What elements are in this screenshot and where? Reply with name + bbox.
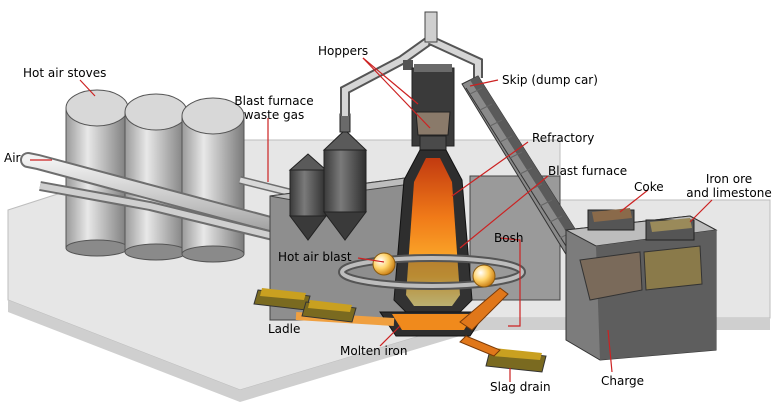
label-charge: Charge (601, 374, 645, 388)
hearth-trough (295, 287, 509, 337)
label-refractory: Refractory (532, 131, 595, 145)
label-waste-gas: Blast furnace waste gas (228, 94, 320, 122)
label-ladle: Ladle (268, 322, 301, 336)
label-skip: Skip (dump car) (502, 73, 598, 87)
label-bosh: Bosh (494, 231, 524, 245)
label-hot-air-stoves: Hot air stoves (23, 66, 107, 80)
label-coke: Coke (634, 180, 664, 194)
label-waste-gas-line2: waste gas (243, 108, 305, 122)
label-hot-air-blast: Hot air blast (278, 250, 352, 264)
gas-cleaning-tanks (288, 113, 368, 241)
charge-bins (564, 208, 718, 361)
label-ore: Iron ore and limestone (684, 172, 774, 200)
label-air: Air (4, 151, 21, 165)
leader-lines (30, 57, 713, 382)
bustle-pipe (338, 252, 526, 290)
label-blast-furnace: Blast furnace (548, 164, 628, 178)
downcomer-pipes (340, 11, 483, 116)
slag-car (459, 335, 547, 373)
label-molten-iron: Molten iron (340, 344, 408, 358)
label-ore-line2: and limestone (686, 186, 772, 200)
label-hoppers: Hoppers (318, 44, 369, 58)
label-ore-line1: Iron ore (705, 172, 753, 186)
furnace-top (411, 64, 455, 161)
blast-furnace-body (393, 149, 473, 313)
hot-air-stoves (65, 89, 245, 263)
label-waste-gas-line1: Blast furnace (234, 94, 314, 108)
label-slag-drain: Slag drain (490, 380, 551, 394)
ladle-cars (253, 288, 357, 323)
